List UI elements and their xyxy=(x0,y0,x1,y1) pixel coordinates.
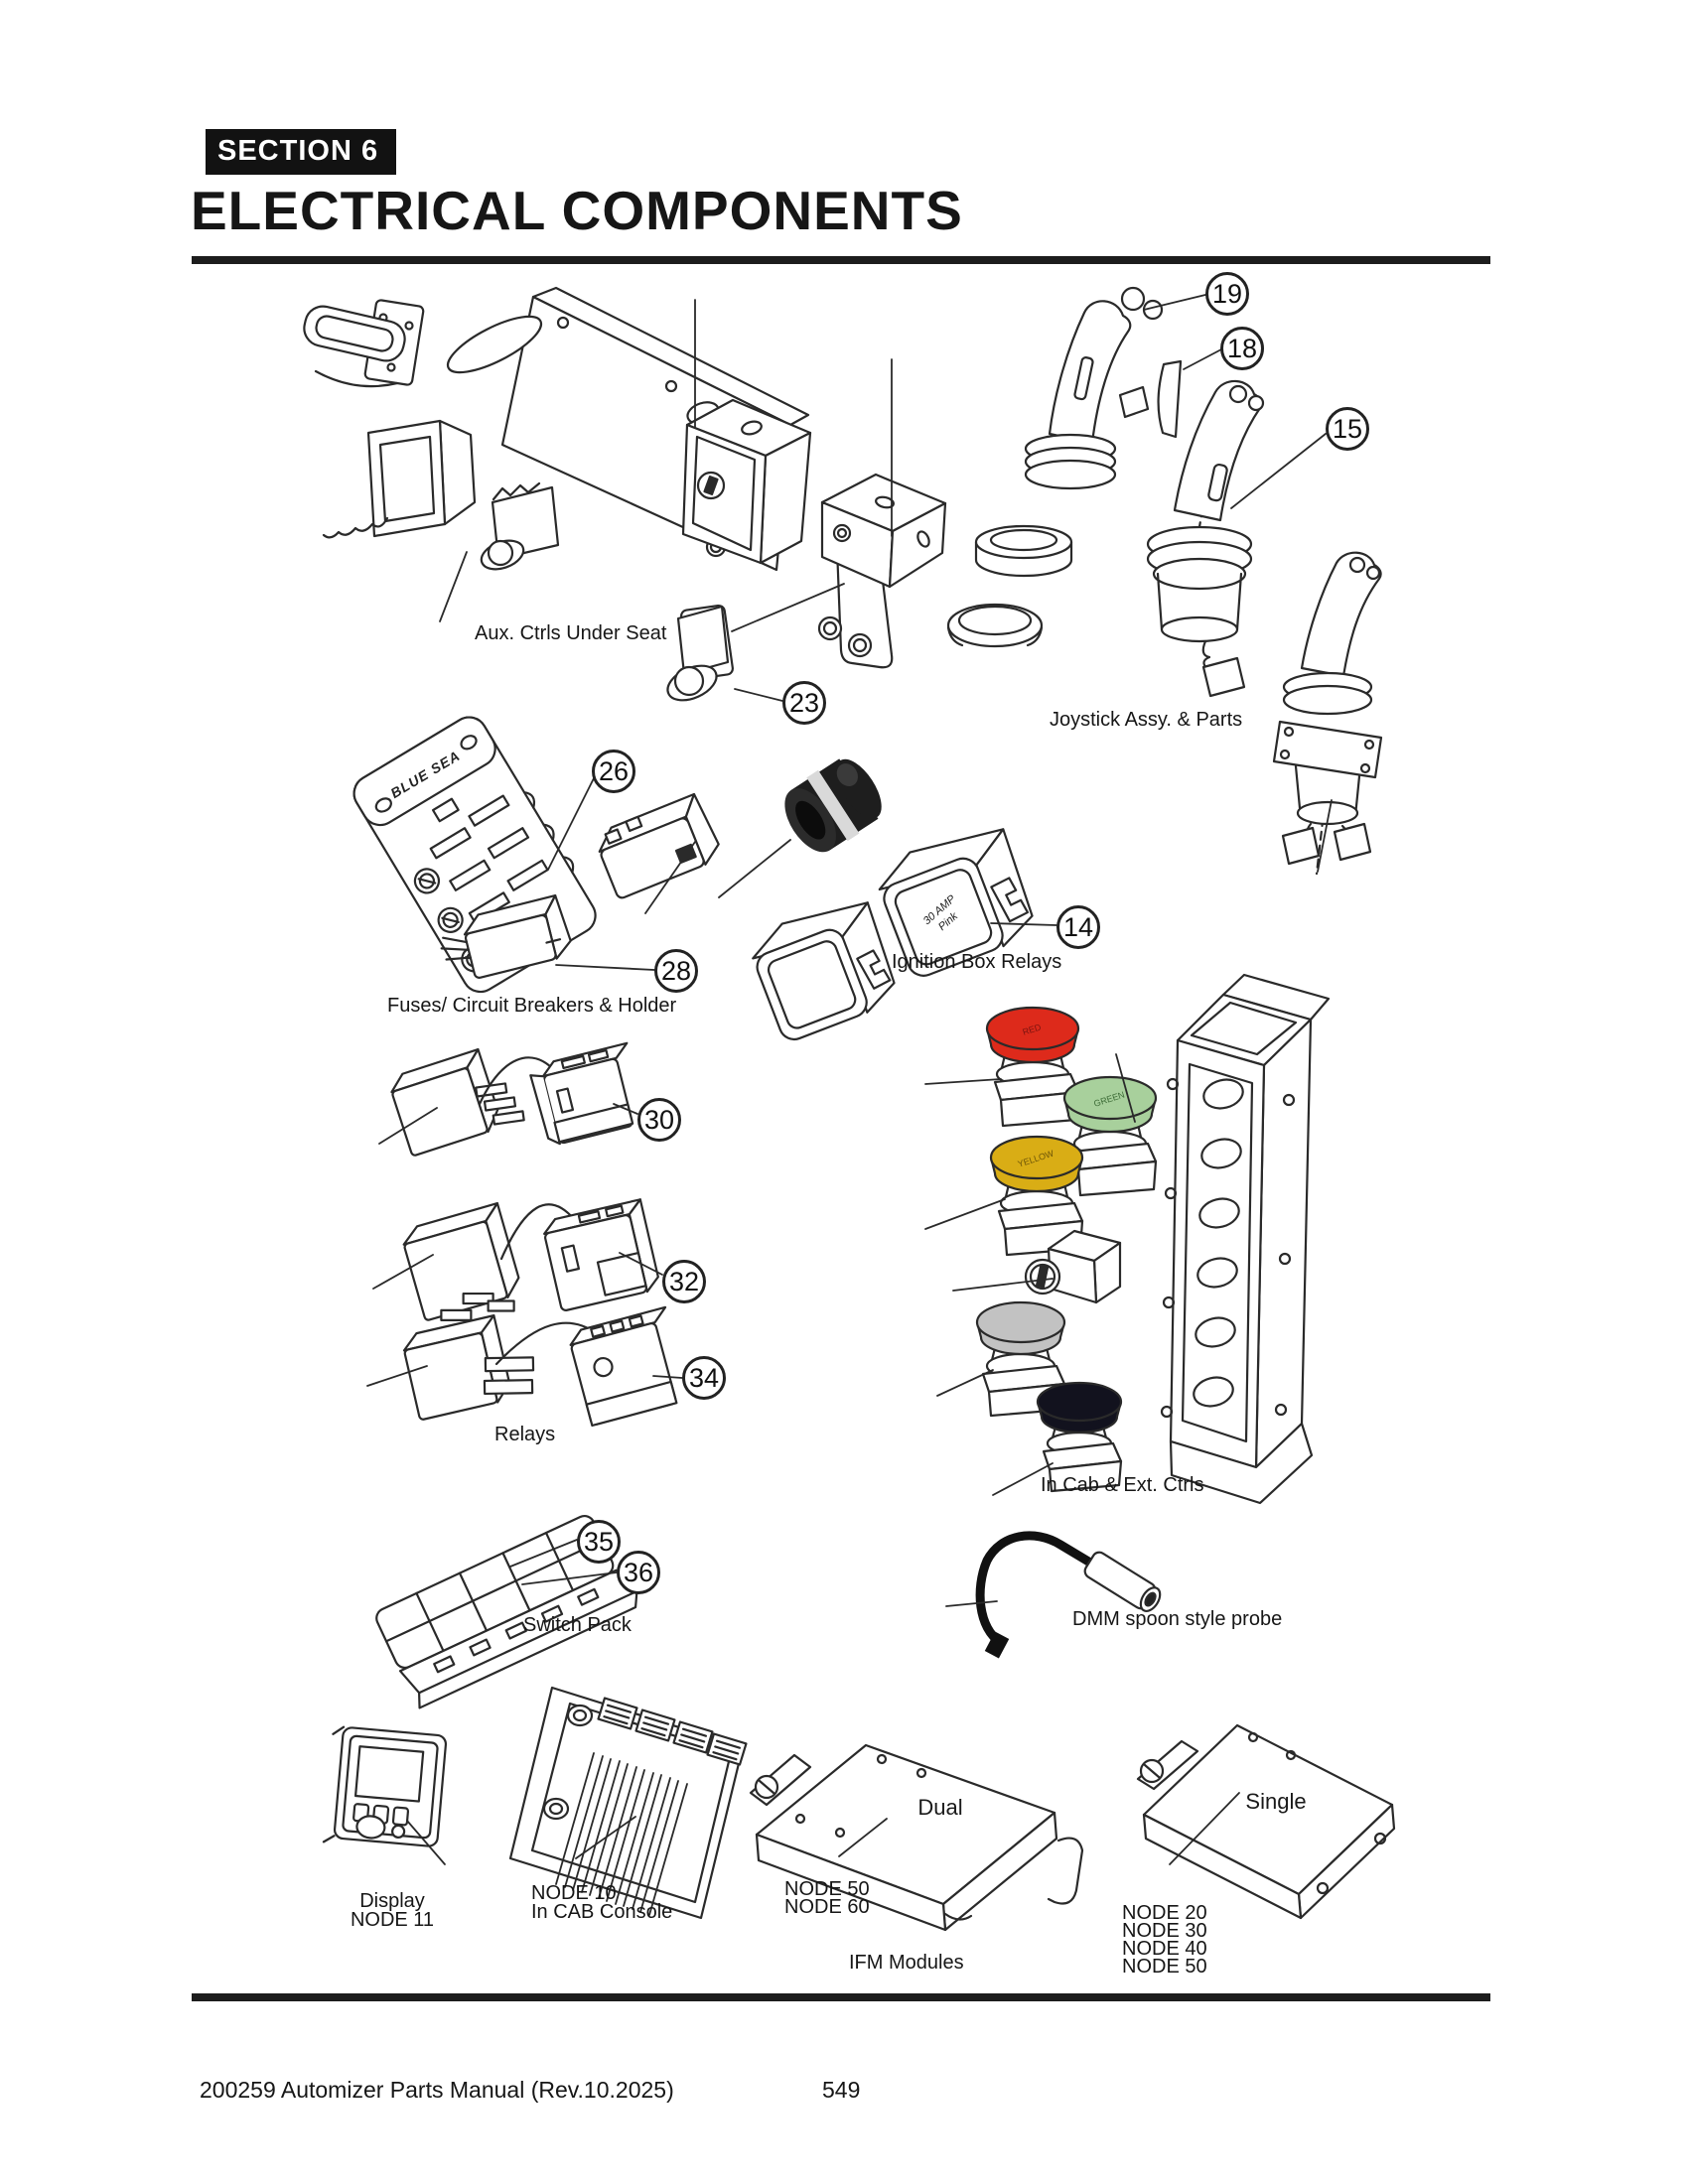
ignition-relay-a: 30 AMP Pink xyxy=(878,828,1034,977)
joystick-trim-pieces xyxy=(1118,359,1183,439)
footer-page-number: 549 xyxy=(822,2077,861,2103)
section-label: SECTION 6 xyxy=(206,129,397,175)
callout-32: 32 xyxy=(662,1260,706,1303)
page-title: ELECTRICAL COMPONENTS xyxy=(191,180,963,241)
label-dmm: DMM spoon style probe xyxy=(1072,1608,1283,1630)
label-node20-line2: NODE 30 xyxy=(1122,1920,1207,1942)
callout-30: 30 xyxy=(637,1098,681,1142)
label-fuses: Fuses/ Circuit Breakers & Holder xyxy=(387,995,677,1017)
label-node20-50: NODE 20 NODE 30 NODE 40 NODE 50 xyxy=(1122,1902,1207,1978)
label-joystick: Joystick Assy. & Parts xyxy=(1050,709,1243,731)
label-display-node11: Display NODE 11 xyxy=(338,1890,447,1931)
aux-switch-part xyxy=(666,604,734,702)
callout-19: 19 xyxy=(1205,272,1249,316)
relay-3 xyxy=(402,1305,678,1428)
label-aux-ctrls: Aux. Ctrls Under Seat xyxy=(475,622,667,644)
button-yellow: YELLOW xyxy=(989,1135,1084,1257)
label-node50-line1: NODE 50 xyxy=(784,1878,870,1900)
joystick-right xyxy=(1146,379,1265,698)
callout-23: 23 xyxy=(782,681,826,725)
leader-lines xyxy=(366,294,1333,1865)
seat-sensor xyxy=(480,481,560,571)
label-node20-line1: NODE 20 xyxy=(1122,1902,1207,1924)
dmm-probe xyxy=(975,1531,1162,1659)
label-node20-line4: NODE 50 xyxy=(1122,1956,1207,1978)
single-module-text: Single xyxy=(1245,1789,1306,1814)
label-node20-line3: NODE 40 xyxy=(1122,1938,1207,1960)
label-node50-60: NODE 50 NODE 60 xyxy=(784,1878,870,1918)
label-relays: Relays xyxy=(494,1424,556,1445)
joystick-third xyxy=(1272,551,1383,876)
label-node10-line2: In CAB Console xyxy=(531,1901,673,1923)
callout-34: 34 xyxy=(682,1356,726,1400)
label-node10: NODE 10 In CAB Console xyxy=(531,1882,673,1923)
label-ignition: Ignition Box Relays xyxy=(892,951,1062,973)
key-switch xyxy=(1024,1229,1122,1304)
fuse-box-1 xyxy=(598,792,720,899)
footer-text: 200259 Automizer Parts Manual (Rev.10.20… xyxy=(200,2077,674,2103)
label-node50-line2: NODE 60 xyxy=(784,1896,870,1918)
ignition-switch-box xyxy=(681,398,812,565)
label-display-line2: NODE 11 xyxy=(350,1909,435,1931)
joystick-left xyxy=(1024,286,1164,490)
label-switch-pack: Switch Pack xyxy=(523,1614,632,1636)
fuse-box-2 xyxy=(440,893,572,979)
relay-2 xyxy=(402,1198,659,1321)
button-black-cap xyxy=(1036,1381,1123,1434)
dual-module-text: Dual xyxy=(917,1795,962,1820)
switch-pack xyxy=(375,1514,638,1709)
ignition-relay-b xyxy=(752,901,896,1041)
button-green-cap xyxy=(1062,1075,1158,1134)
button-red: RED xyxy=(985,1006,1080,1128)
button-green: GREEN xyxy=(1062,1075,1158,1197)
display-node11 xyxy=(322,1725,448,1847)
label-node10-line1: NODE 10 xyxy=(531,1882,617,1904)
footer-rule xyxy=(192,1993,1490,2001)
button-red-cap xyxy=(985,1006,1080,1064)
callout-15: 15 xyxy=(1326,407,1369,451)
relay-1 xyxy=(390,1041,634,1157)
seat-bracket-part xyxy=(303,299,425,388)
callout-28: 28 xyxy=(654,949,698,993)
label-display-line1: Display xyxy=(359,1890,425,1912)
callout-14: 14 xyxy=(1056,905,1100,949)
dual-module: Dual xyxy=(749,1743,1084,1932)
callout-35: 35 xyxy=(577,1520,621,1564)
callout-26: 26 xyxy=(592,750,635,793)
flange-connector xyxy=(322,419,477,539)
connector-photo xyxy=(784,758,882,853)
label-ifm-modules: IFM Modules xyxy=(849,1952,964,1974)
label-in-cab: In Cab & Ext. Ctrls xyxy=(1041,1474,1204,1496)
header-rule xyxy=(192,256,1490,264)
button-black xyxy=(1036,1381,1123,1493)
button-gray-cap xyxy=(975,1300,1066,1356)
round-cap-part xyxy=(946,603,1044,648)
seat-module-box xyxy=(820,473,947,589)
ext-ctrl-bracket-frame xyxy=(1160,973,1331,1505)
button-yellow-cap xyxy=(989,1135,1084,1193)
threaded-collar xyxy=(974,524,1073,578)
single-module: Single xyxy=(1136,1723,1396,1920)
callout-36: 36 xyxy=(617,1551,660,1594)
callout-18: 18 xyxy=(1220,327,1264,370)
node10-console xyxy=(508,1686,748,1920)
